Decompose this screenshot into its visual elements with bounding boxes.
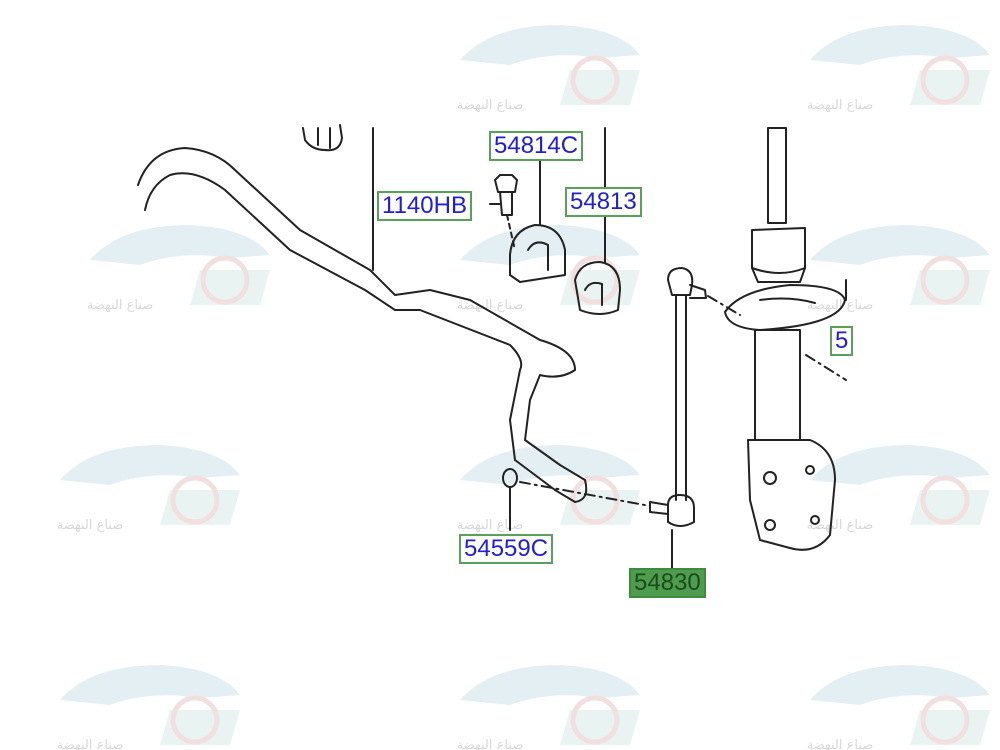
watermark-logo: صناع النهضة [800, 10, 1000, 120]
watermark-logo: صناع النهضة [450, 10, 650, 120]
watermark-text: صناع النهضة [456, 98, 524, 113]
watermark-text: صناع النهضة [806, 738, 874, 750]
watermark-logo: صناع النهضة [50, 430, 250, 540]
watermark-text: صناع النهضة [456, 738, 524, 750]
watermark-logo: صناع النهضة [50, 650, 250, 750]
part-label-1140hb[interactable]: 1140HB [377, 191, 472, 221]
bolt [494, 174, 518, 216]
part-label-54814c[interactable]: 54814C [489, 131, 584, 161]
watermark-text: صناع النهضة [806, 298, 874, 313]
bushing [574, 261, 621, 315]
watermark-logo: صناع النهضة [80, 210, 280, 320]
watermark-text: صناع النهضة [86, 298, 154, 313]
part-label-partial[interactable]: 5 [830, 326, 854, 356]
part-label-54830-selected[interactable]: 54830 [629, 568, 706, 598]
part-label-54559c[interactable]: 54559C [459, 534, 554, 564]
part-label-54813[interactable]: 54813 [565, 187, 642, 217]
watermark-text: صناع النهضة [56, 518, 124, 533]
watermark-text: صناع النهضة [456, 518, 524, 533]
stabilizer-link [649, 267, 707, 569]
strut-assembly [724, 127, 847, 551]
watermark-text: صناع النهضة [806, 98, 874, 113]
watermark-text: صناع النهضة [56, 738, 124, 750]
watermark-logo: صناع النهضة [800, 650, 1000, 750]
watermark-text: صناع النهضة [806, 518, 874, 533]
stabilizer-bar [137, 147, 588, 503]
washer [502, 468, 518, 488]
bushing-bracket [509, 224, 566, 283]
watermark-logo: صناع النهضة [800, 210, 1000, 320]
watermark-logo: صناع النهضة [800, 430, 1000, 540]
watermark-logo: صناع النهضة [450, 650, 650, 750]
watermark-logo: صناع النهضة [450, 430, 650, 540]
watermark-logo: صناع النهضة [450, 210, 650, 320]
